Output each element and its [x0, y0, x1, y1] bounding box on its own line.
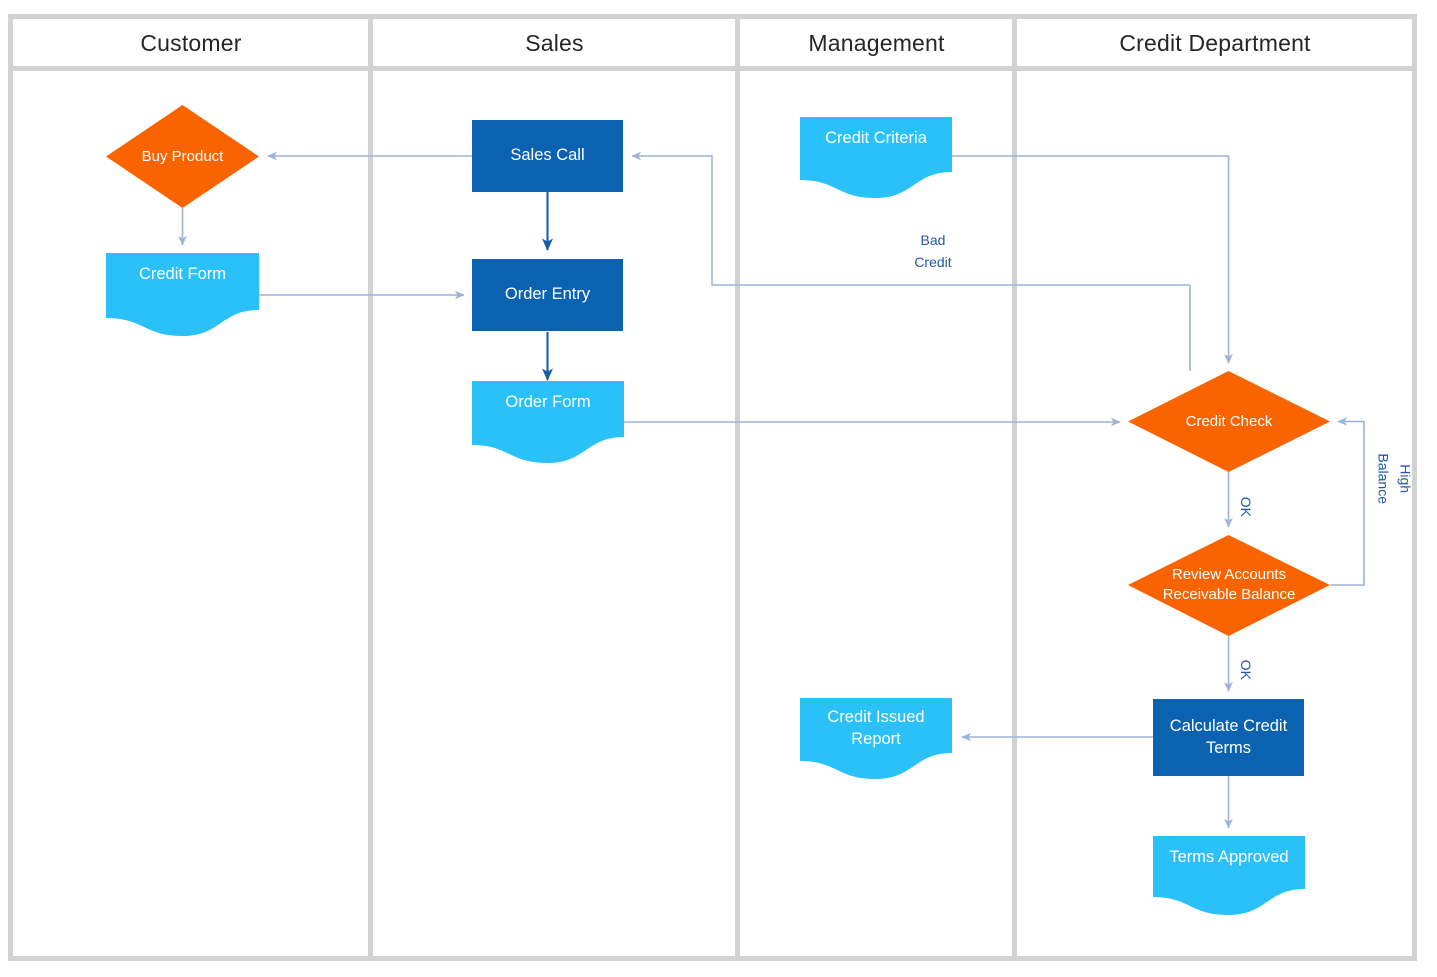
lane-title-sales: Sales	[525, 29, 584, 56]
lane-header-credit	[1012, 14, 1417, 71]
edge-label-ok-review-balance: OK	[1237, 659, 1254, 680]
edge-label-bad-credit: Bad Credit	[914, 232, 952, 270]
lane-title-management: Management	[808, 29, 945, 56]
lane-title-customer: Customer	[140, 29, 242, 56]
node-review-ar-balance[interactable]	[1128, 535, 1330, 636]
node-order-form[interactable]	[472, 381, 624, 463]
edge-review-to-creditcheck	[1330, 417, 1365, 586]
node-sales-call[interactable]	[472, 120, 623, 192]
edge-creditcheck-to-salescall	[631, 151, 1190, 286]
lane-body-credit	[1012, 66, 1417, 961]
connector-layer	[178, 151, 1365, 829]
lane-body-management	[735, 66, 1017, 961]
edge-creditcriteria-to-creditcheck	[952, 155, 1233, 364]
node-credit-form[interactable]	[106, 253, 259, 336]
node-credit-check[interactable]	[1128, 371, 1330, 472]
node-buy-product[interactable]	[106, 105, 259, 208]
lane-body-sales	[368, 66, 740, 961]
lane-title-credit-department: Credit Department	[1119, 29, 1311, 56]
node-order-entry[interactable]	[472, 259, 623, 331]
edge-label-ok-credit-check: OK	[1237, 496, 1254, 517]
node-calculate-credit-terms[interactable]	[1153, 699, 1304, 776]
swimlane-grid	[8, 14, 1417, 961]
node-layer	[106, 105, 1330, 915]
node-credit-issued-report[interactable]	[800, 698, 952, 779]
node-terms-approved[interactable]	[1153, 836, 1305, 915]
node-credit-criteria[interactable]	[800, 117, 952, 198]
lane-body-customer	[8, 66, 373, 961]
edge-label-high-balance: High Balance	[1376, 453, 1414, 504]
